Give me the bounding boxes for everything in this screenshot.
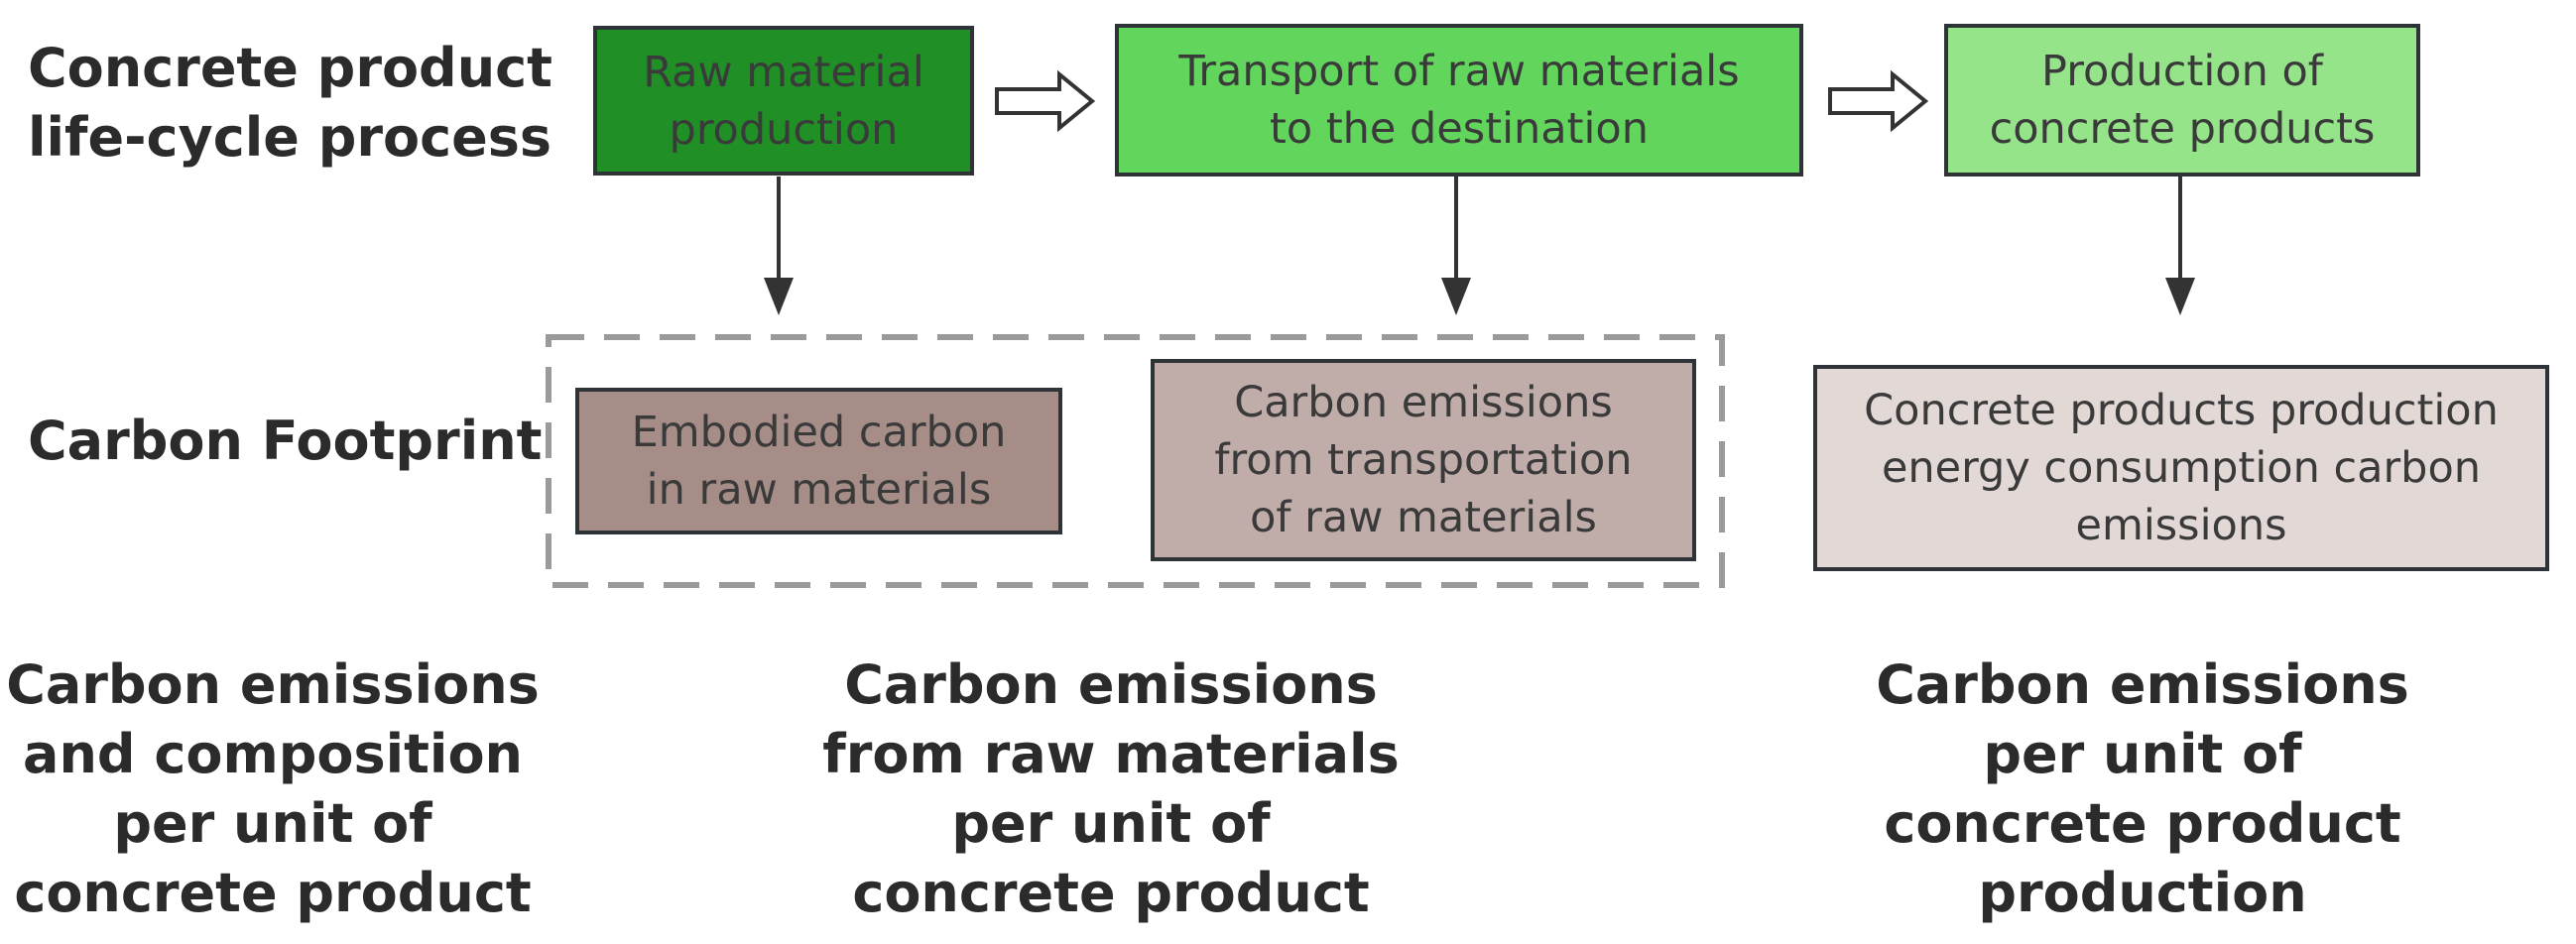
- footprint-box-label: Carbon emissions from transportation of …: [1214, 378, 1633, 542]
- footprint-box-label: Concrete products production energy cons…: [1864, 386, 2499, 550]
- down-arrow-1-icon: [764, 177, 794, 315]
- footprint-box-transport-emissions: Carbon emissions from transportation of …: [1151, 359, 1696, 561]
- process-box-label: Production of concrete products: [1989, 47, 2376, 154]
- process-box-raw-material-production: Raw material production: [593, 26, 974, 176]
- process-box-production: Production of concrete products: [1944, 24, 2420, 177]
- process-box-transport: Transport of raw materials to the destin…: [1115, 24, 1803, 177]
- footprint-box-label: Embodied carbon in raw materials: [631, 408, 1007, 515]
- flow-arrow-1-icon: [995, 69, 1096, 133]
- process-box-label: Raw material production: [643, 47, 924, 155]
- flow-arrow-2-icon: [1828, 69, 1929, 133]
- result-label-production: Carbon emissions per unit of concrete pr…: [1876, 653, 2409, 924]
- footprint-row-label: Carbon Footprint: [28, 410, 543, 472]
- footprint-box-production-energy: Concrete products production energy cons…: [1813, 365, 2549, 571]
- result-label-composition: Carbon emissions and composition per uni…: [6, 653, 540, 924]
- result-label-raw-materials: Carbon emissions from raw materials per …: [822, 653, 1400, 924]
- down-arrow-2-icon: [1441, 177, 1471, 315]
- footprint-group-dashed-border: [546, 334, 1725, 588]
- footprint-box-embodied-carbon: Embodied carbon in raw materials: [575, 388, 1062, 534]
- down-arrow-3-icon: [2165, 177, 2195, 315]
- process-box-label: Transport of raw materials to the destin…: [1178, 47, 1740, 154]
- lifecycle-row-label: Concrete product life-cycle process: [28, 37, 552, 169]
